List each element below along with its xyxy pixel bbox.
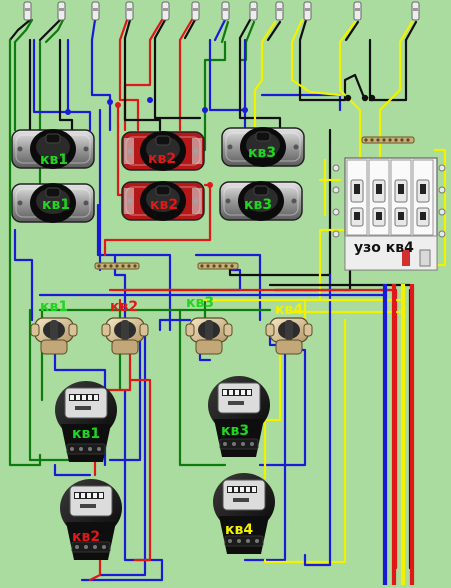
breaker-q3	[185, 317, 233, 355]
switch-q1-bottom	[11, 183, 95, 223]
breaker-q4-label: кв4	[275, 302, 303, 318]
rcd-label: узо кв4	[354, 240, 414, 256]
meter-q1-label: кв1	[72, 426, 100, 442]
din-breaker-panel	[332, 157, 446, 271]
cable-terminal	[275, 1, 284, 21]
main-cable-bundle	[382, 284, 415, 585]
cable-terminal	[353, 1, 362, 21]
terminal-bus-top-right	[361, 136, 415, 144]
cable-terminal	[125, 1, 134, 21]
meter-q2-label: кв2	[72, 529, 100, 545]
switch-q3-bottom-label: кв3	[244, 197, 272, 213]
cable-terminal	[411, 1, 420, 21]
meter-q1	[55, 381, 117, 462]
meter-q3-label: кв3	[221, 423, 249, 439]
cable-terminal	[191, 1, 200, 21]
breaker-q2	[101, 317, 149, 355]
breaker-q2-label: кв2	[110, 299, 138, 315]
breaker-q3-label: кв3	[186, 295, 214, 311]
cable-terminal	[161, 1, 170, 21]
breaker-q1	[30, 317, 78, 355]
cable-terminal	[23, 1, 32, 21]
incoming-cables	[8, 16, 418, 44]
meter-q4-label: кв4	[225, 522, 253, 538]
terminal-bus-right	[197, 262, 239, 270]
switch-q3-top-label: кв3	[248, 145, 276, 161]
switch-q1-top-label: кв1	[40, 152, 68, 168]
breaker-q4	[265, 317, 313, 355]
switch-q2-bottom	[121, 181, 205, 221]
top-terminals	[23, 1, 420, 21]
cable-terminal	[221, 1, 230, 21]
meter-q4	[213, 473, 275, 554]
cable-terminal	[57, 1, 66, 21]
switch-q3-top	[221, 127, 305, 167]
cable-terminal	[249, 1, 258, 21]
switch-q2-bottom-label: кв2	[150, 197, 178, 213]
switch-q1-top	[11, 129, 95, 169]
breaker-q1-label: кв1	[40, 299, 68, 315]
cable-terminal	[91, 1, 100, 21]
switch-q1-bottom-label: кв1	[42, 197, 70, 213]
switch-q3-bottom	[219, 181, 303, 221]
terminal-bus-left	[94, 262, 140, 270]
meter-q3	[208, 376, 270, 457]
switch-q2-top-label: кв2	[148, 151, 176, 167]
cable-terminal	[303, 1, 312, 21]
meter-q2	[60, 479, 122, 560]
junction-dots	[65, 94, 376, 188]
